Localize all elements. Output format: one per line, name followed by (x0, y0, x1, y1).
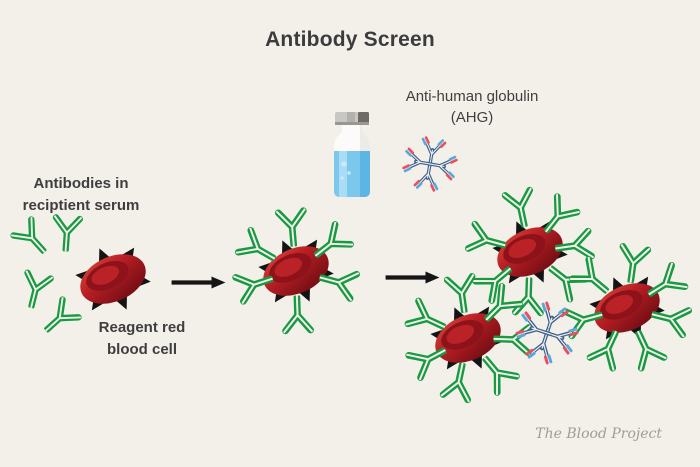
ahg-label: Anti-human globulin (AHG) (406, 86, 539, 128)
watermark: The Blood Project (535, 426, 662, 442)
igg-antibody-icon (52, 216, 82, 253)
serum-antibodies-label-line2: reciptient serum (22, 197, 140, 214)
serum-antibodies-label: Antibodies in reciptient serum (23, 173, 140, 217)
reagent-vial-icon (334, 112, 370, 197)
ahg-label-line1: Anti-human globulin (405, 88, 539, 105)
red-blood-cell-icon (70, 236, 156, 322)
igg-antibody-icon (503, 188, 539, 230)
igg-antibody-icon (283, 295, 313, 333)
igg-antibody-icon (276, 209, 308, 248)
igg-antibody-icon (441, 360, 477, 402)
serum-antibodies-label-line1: Antibodies in (33, 175, 129, 192)
reagent-cell-label: Reagent red blood cell (99, 317, 186, 361)
igg-antibody-icon (625, 325, 667, 370)
arrow-right-icon (172, 276, 226, 288)
arrow-right-icon (386, 271, 440, 283)
igg-antibody-icon (514, 277, 544, 315)
ahg-label-line2: (AHG) (450, 109, 494, 126)
igg-antibody-icon (37, 297, 81, 341)
page-title: Antibody Screen (265, 28, 435, 51)
ahg-antibody-complex-icon (398, 132, 462, 196)
reagent-cell-label-line1: Reagent red (98, 319, 186, 336)
igg-antibody-icon (11, 217, 55, 261)
igg-antibody-icon (18, 271, 53, 311)
reagent-cell-label-line2: blood cell (106, 341, 178, 358)
